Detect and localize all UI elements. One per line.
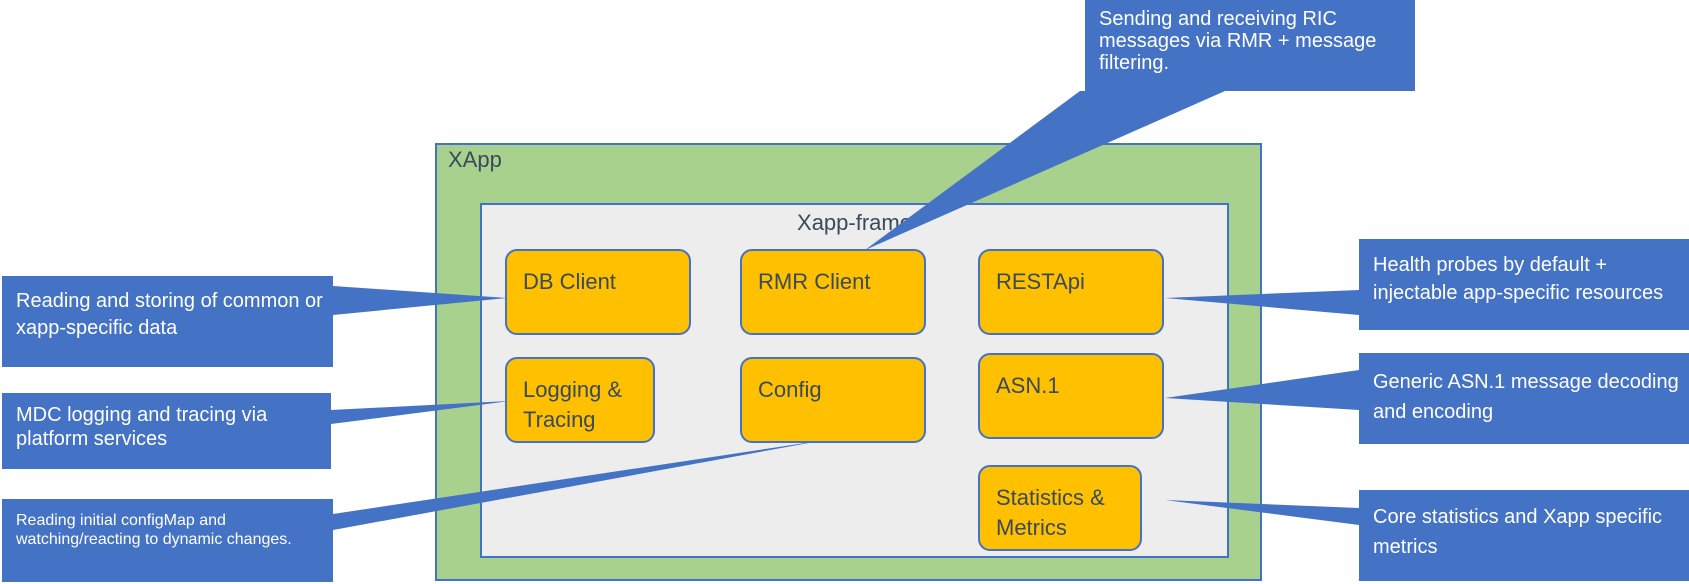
callout-restapi: Health probes by default + injectable ap… xyxy=(1359,239,1689,330)
pointer-statistics xyxy=(1165,500,1359,525)
logging-tracing-box: Logging & Tracing xyxy=(505,357,655,443)
xapp-label: XApp xyxy=(448,147,502,172)
pointer-logging xyxy=(331,401,510,424)
pointer-restapi xyxy=(1165,290,1359,315)
rmr-client-box: RMR Client xyxy=(740,249,926,335)
pointer-db xyxy=(333,286,507,315)
callout-asn1: Generic ASN.1 message decoding and encod… xyxy=(1359,353,1689,444)
asn1-box: ASN.1 xyxy=(978,353,1164,439)
statistics-metrics-box: Statistics & Metrics xyxy=(978,465,1142,551)
pointer-asn1 xyxy=(1165,370,1359,410)
callout-logging: MDC logging and tracing via platform ser… xyxy=(2,393,331,469)
db-client-box: DB Client xyxy=(505,249,691,335)
callout-db: Reading and storing of common or xapp-sp… xyxy=(2,276,333,367)
callout-statistics: Core statistics and Xapp specific metric… xyxy=(1359,490,1689,581)
callout-rmr: Sending and receiving RIC messages via R… xyxy=(1085,0,1415,91)
config-box: Config xyxy=(740,357,926,443)
callout-config: Reading initial configMap and watching/r… xyxy=(2,499,333,582)
pointer-rmr xyxy=(865,91,1225,250)
restapi-box: RESTApi xyxy=(978,249,1164,335)
pointer-config xyxy=(333,440,825,530)
